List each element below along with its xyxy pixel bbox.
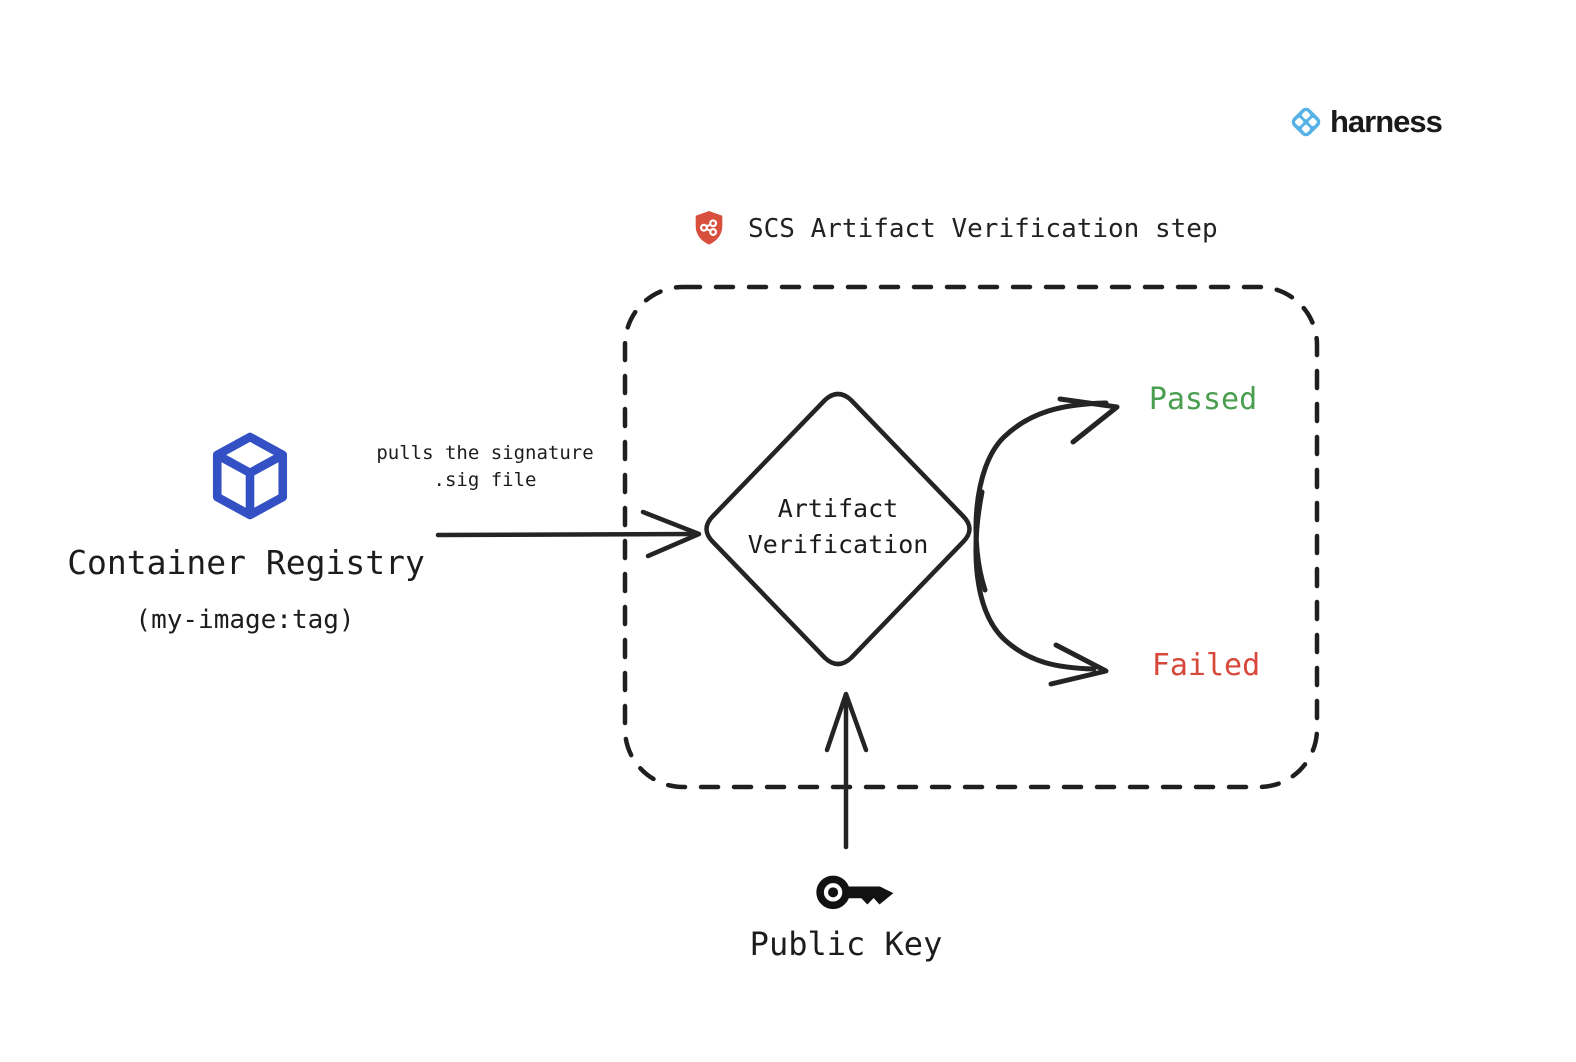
harness-diamond-icon <box>1291 107 1321 137</box>
outcome-failed-label: Failed <box>1151 648 1261 683</box>
step-dashed-border <box>622 284 1320 790</box>
pull-annotation: pulls the signature .sig file <box>376 442 594 491</box>
step-title-row: SCS Artifact Verification step <box>690 208 1218 250</box>
harness-logo: harness <box>1287 103 1443 141</box>
public-key-arrowhead <box>824 691 869 753</box>
outcome-passed-label: Passed <box>1148 382 1258 417</box>
pull-arrow <box>435 509 702 559</box>
passed-arrow <box>973 396 1120 593</box>
decision-label: Artifact Verification <box>747 494 929 559</box>
harness-logo-text: harness <box>1330 104 1443 139</box>
container-registry-label: Container Registry <box>67 543 425 582</box>
decision-diamond-shape <box>704 391 972 667</box>
step-title: SCS Artifact Verification step <box>748 214 1218 244</box>
shield-supply-chain-icon <box>695 210 723 245</box>
failed-arrow <box>973 489 1109 687</box>
container-cube-icon <box>212 432 288 520</box>
key-icon <box>816 875 894 910</box>
pull-arrowhead <box>640 509 702 559</box>
passed-arrowhead <box>1057 396 1120 445</box>
public-key-label: Public Key <box>749 925 943 963</box>
failed-arrowhead <box>1048 642 1109 687</box>
container-registry-tag: (my-image:tag) <box>135 605 355 635</box>
public-key-arrow <box>824 691 869 850</box>
